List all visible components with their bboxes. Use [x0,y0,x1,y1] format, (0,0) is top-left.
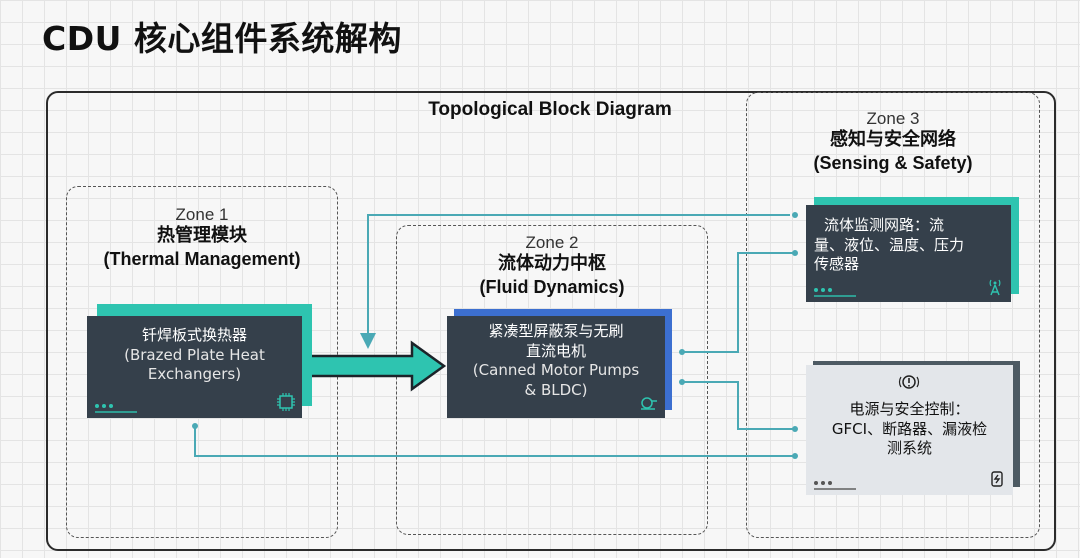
pump-card: 紧凑型屏蔽泵与无刷 直流电机 (Canned Motor Pumps & BLD… [447,316,665,418]
component-name-cn: 紧凑型屏蔽泵与无刷 [488,322,624,340]
wire-endpoint [792,250,798,256]
wire-sensors-to-exchanger [360,214,790,349]
zone-name-en: (Sensing & Safety) [813,152,973,173]
zone-name-cn: 热管理模块 [157,225,247,247]
status-dots [95,404,113,408]
wire-pump-to-safety [682,381,795,430]
page-title: CDU 核心组件系统解构 [42,19,402,58]
component-text: 测系统 [886,439,932,457]
wire-endpoint [792,212,798,218]
heat-exchanger-card: 钎焊板式换热器 (Brazed Plate Heat Exchangers) [87,316,302,418]
zone-name-en: (Thermal Management) [103,248,301,269]
zone-2-header: Zone 2 流体动力中枢 (Fluid Dynamics) [396,232,708,298]
component-name-cn: 钎焊板式换热器 [141,326,247,344]
zone-label: Zone 3 [866,109,920,128]
wire-endpoint [679,349,685,355]
component-name-cn: 直流电机 [525,341,586,360]
wire-exchanger-to-safety [194,426,795,457]
component-name-en: (Canned Motor Pumps [472,361,640,379]
zone-name-en: (Fluid Dynamics) [479,276,625,297]
pump-icon [641,397,657,410]
flow-arrow [300,340,447,392]
power-plug-icon [991,471,1003,487]
zone-2-boundary [396,225,708,535]
zone-3-boundary [746,92,1040,538]
component-name-en: & BLDC) [524,380,588,399]
status-bar [814,295,856,297]
chip-icon [277,393,295,411]
component-name-en: Exchangers) [147,365,242,383]
component-text: 流体监测网路：流 [824,216,945,234]
status-dots [814,481,832,485]
component-text: GFCI、断路器、漏液检 [831,419,988,438]
wire-endpoint [792,426,798,432]
safety-card: 电源与安全控制： GFCI、断路器、漏液检 测系统 [806,365,1013,495]
diagram-title: Topological Block Diagram [428,99,672,120]
zone-label: Zone 2 [525,233,579,252]
alert-icon [898,375,920,389]
diagram-frame [46,91,1056,551]
component-text: 量、液位、温度、压力 [814,235,965,254]
component-text: 传感器 [814,255,860,273]
zone-3-header: Zone 3 感知与安全网络 (Sensing & Safety) [746,108,1040,174]
antenna-icon [989,279,1001,296]
component-name-en: (Brazed Plate Heat [124,345,265,364]
wire-endpoint [792,453,798,459]
status-bar [95,411,137,413]
wire-endpoint [192,423,198,429]
wire-endpoint [679,379,685,385]
component-text: 电源与安全控制： [849,400,970,418]
zone-name-cn: 流体动力中枢 [498,253,606,275]
status-dots [814,288,832,292]
wire-pump-to-sensors [682,252,795,353]
zone-1-header: Zone 1 热管理模块 (Thermal Management) [66,204,338,270]
status-bar [814,488,856,490]
sensors-card: 流体监测网路：流 量、液位、温度、压力 传感器 [806,205,1011,302]
zone-name-cn: 感知与安全网络 [830,129,956,151]
zone-label: Zone 1 [175,205,229,224]
